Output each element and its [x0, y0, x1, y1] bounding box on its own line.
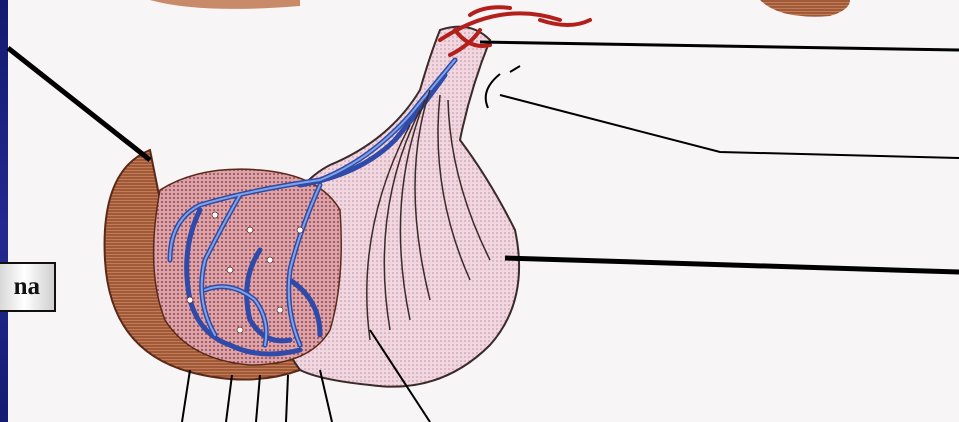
- top-right-fragment: [760, 0, 850, 17]
- bracket-stalk: [486, 66, 520, 108]
- leader-line-bracket: [500, 95, 959, 158]
- leader-line-top: [480, 42, 959, 50]
- top-left-fragment: [150, 0, 300, 9]
- leader-line-posterior: [505, 258, 959, 272]
- partial-label-box: na: [0, 262, 56, 312]
- leader-line-upper-left: [8, 48, 150, 160]
- partial-label-text: na: [14, 273, 40, 301]
